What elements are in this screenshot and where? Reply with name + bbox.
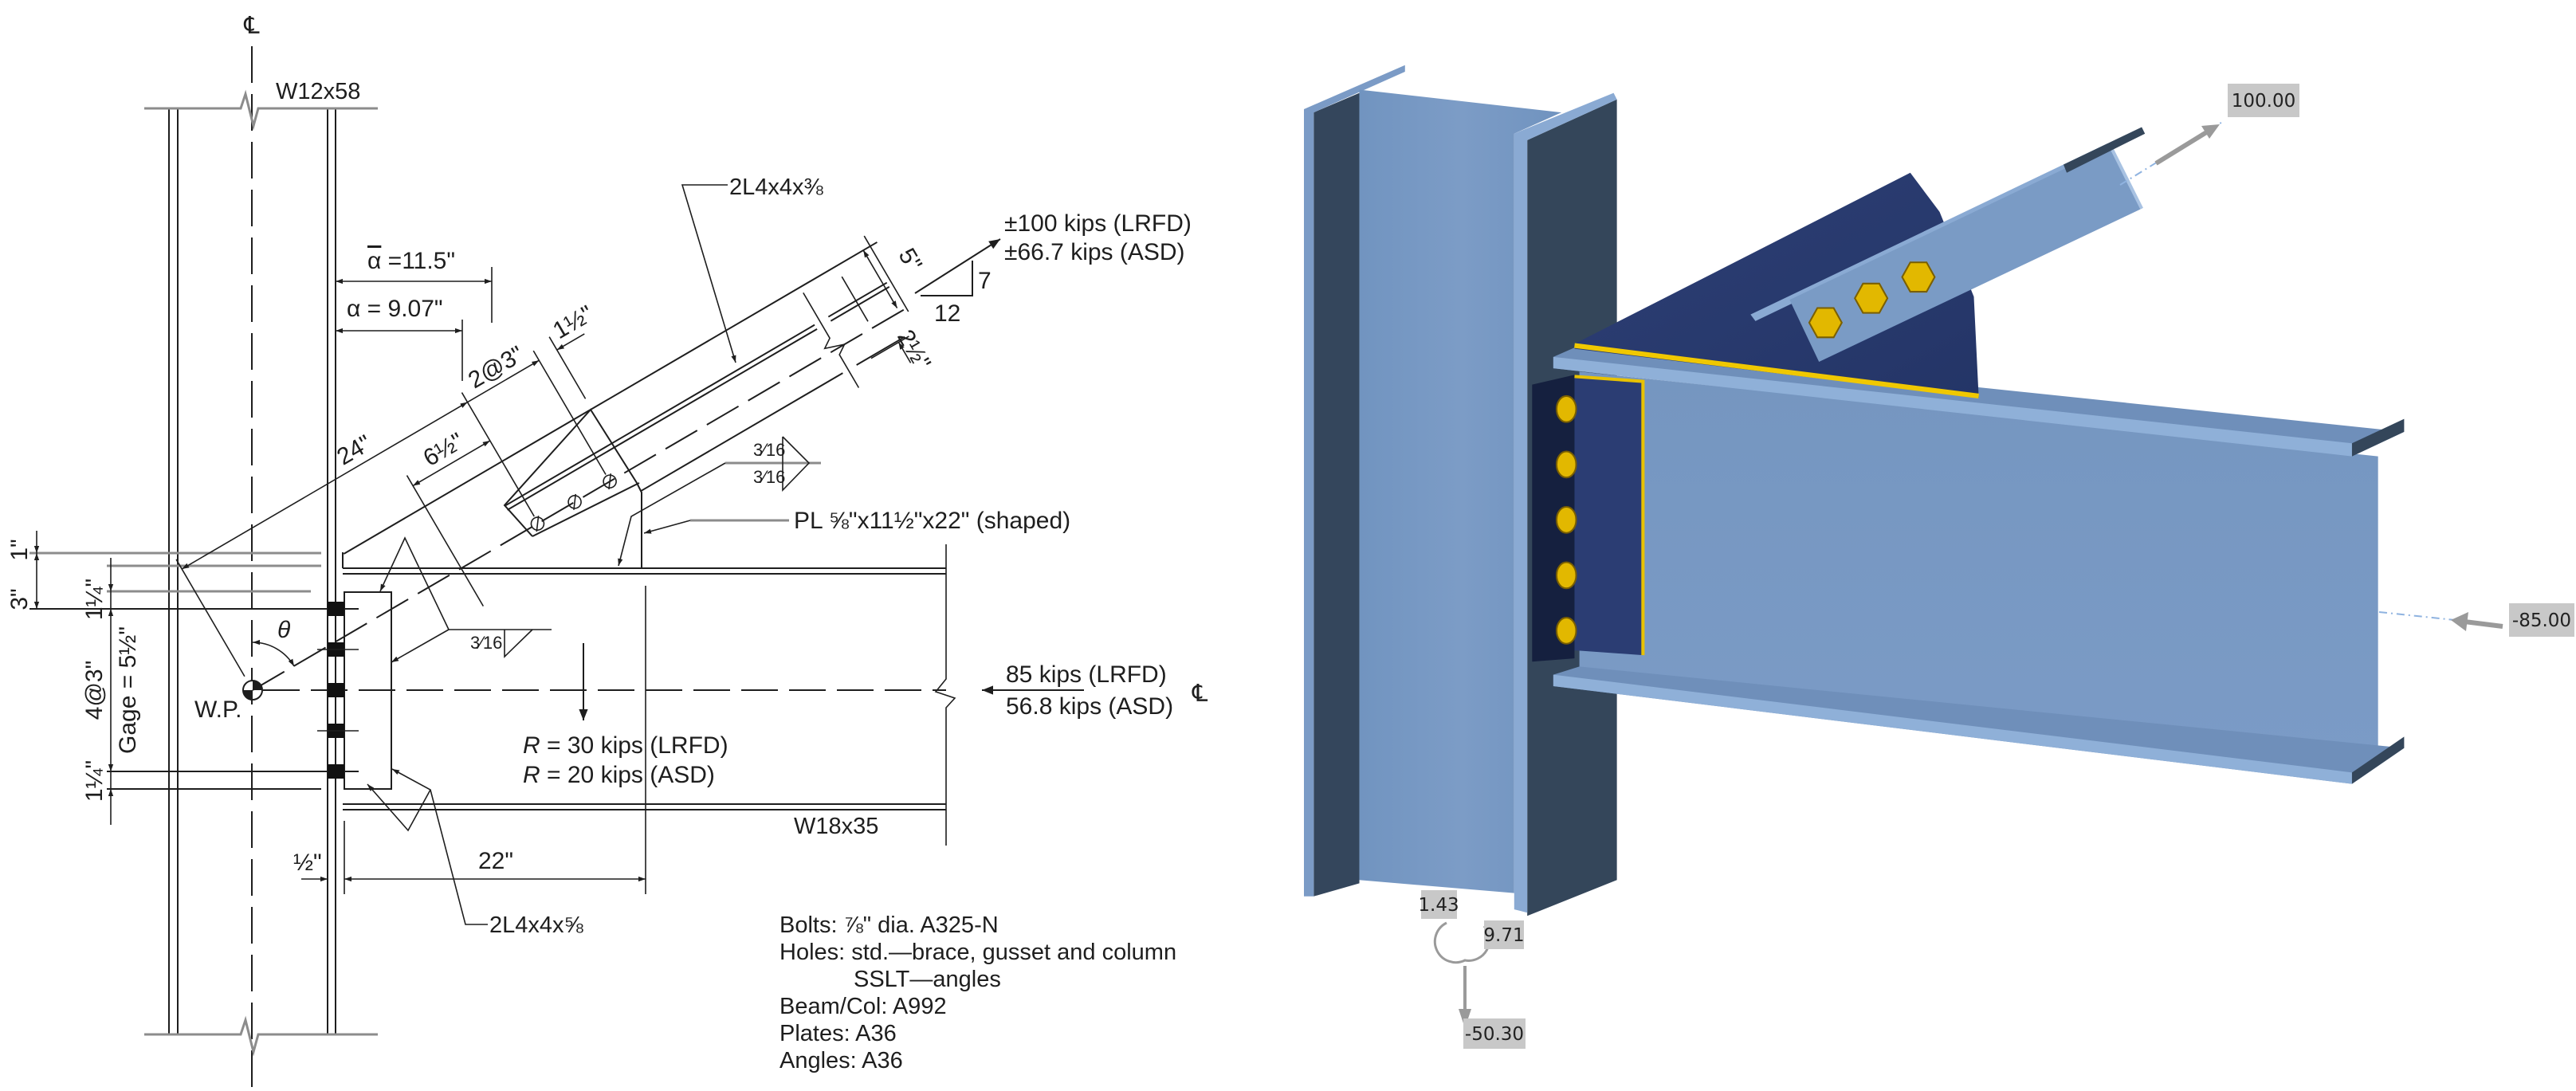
3d-brace-bolts: [1808, 261, 1936, 339]
column-elevation: ℄ W12x58: [144, 13, 378, 1091]
shear-value: 9.71: [1483, 925, 1524, 946]
axial-force-asd: 56.8 kips (ASD): [1006, 693, 1173, 720]
beam-centerline-symbol: ℄: [1192, 681, 1208, 707]
dim-alpha: α = 9.07": [347, 296, 443, 322]
dim-22in: 22": [478, 848, 513, 874]
slope-triangle: [921, 261, 973, 296]
brace-break-line: [803, 292, 860, 388]
general-notes: Bolts: ⅞" dia. A325-N Holes: std.—brace,…: [779, 912, 1176, 1073]
dim-half-in: ½": [293, 850, 322, 876]
load-beam-axial: -85.00: [2378, 603, 2574, 637]
dim-gage: Gage = 5½": [115, 626, 141, 754]
3d-gusset-weld: [1574, 343, 1980, 398]
horizontal-dimensions: 22" ½": [293, 821, 646, 894]
dim-6-1-2: 6½": [419, 428, 469, 472]
shear-angle-label: 2L4x4x⅝: [489, 912, 584, 938]
brace-force-lrfd: ±100 kips (LRFD): [1004, 210, 1192, 237]
3d-beam: [1553, 345, 2405, 784]
dim-alpha-bar: α =11.5": [367, 248, 455, 274]
3d-gusset-plate: [1574, 172, 1980, 398]
theta-label: θ: [277, 617, 291, 643]
brace-callouts: 2L4x4x⅜ 7 12 ±100 kips (LRFD) ±66.7 kips…: [681, 175, 1192, 363]
note-plates: Plates: A36: [779, 1021, 897, 1046]
brace-bolt-holes: [530, 473, 617, 532]
load-brace-axial: 100.00: [2119, 84, 2299, 186]
column-top-break-line: [144, 89, 378, 131]
brace-force-arrow: [914, 238, 1001, 294]
angle-weld-size: 3⁄16: [470, 633, 502, 653]
dim-5in: 5": [893, 244, 927, 276]
column-bottom-break-line: [144, 1015, 378, 1057]
angle-weld-symbol: 3⁄16 2L4x4x⅝: [367, 536, 584, 938]
3d-shear-angles: [1532, 375, 1645, 662]
dim-3in: 3": [6, 588, 33, 610]
detail-drawing: ℄ W12x58 1" 3" 1¼": [6, 13, 1208, 1091]
dim-1in: 1": [6, 539, 33, 560]
weld-size-bottom: 3⁄16: [753, 467, 785, 487]
dim-5in-line: [862, 249, 898, 308]
note-holes-angles: SSLT—angles: [854, 967, 1001, 992]
dim-1-1-4-top: 1¼": [81, 579, 108, 620]
note-angles: Angles: A36: [779, 1048, 903, 1073]
note-bolts: Bolts: ⅞" dia. A325-N: [779, 912, 999, 938]
reaction-lrfd: R = 30 kips (LRFD): [523, 732, 728, 759]
3d-model-view: 100.00 -85.00 1.43 9.71 -50.30: [1304, 65, 2574, 1049]
note-holes: Holes: std.—brace, gusset and column: [779, 940, 1176, 965]
dim-2-1-2: 2½": [892, 325, 936, 375]
beam-elevation: 85 kips (LRFD) 56.8 kips (ASD) ℄ W18x35 …: [263, 544, 1208, 846]
slope-run: 12: [934, 300, 960, 327]
dim-24in: 24": [332, 430, 376, 471]
beam-axial-value: -85.00: [2512, 610, 2571, 631]
diagonal-brace: 5" 2½" 24" 2@3" 1½" 6½": [175, 235, 936, 691]
beam-break-line: [934, 544, 956, 846]
column-bolts: [328, 602, 344, 779]
axial-force-lrfd: 85 kips (LRFD): [1006, 661, 1167, 688]
vertical-dimensions: 1" 3" 1¼" 4@3" Gage = 5½" 1¼": [6, 531, 359, 825]
load-column-reactions: 1.43 9.71 -50.30: [1418, 890, 1526, 1049]
brace-gage-line: [252, 303, 914, 691]
dim-1-1-2: 1½": [548, 300, 598, 344]
weld-size-top: 3⁄16: [753, 440, 785, 460]
gusset-weld-symbol: 3⁄16 3⁄16 PL ⅝"x11½"x22" (shaped): [618, 436, 1070, 567]
dim-4-at-3: 4@3": [81, 661, 108, 720]
note-beam-col: Beam/Col: A992: [779, 994, 947, 1019]
brace-size-label: 2L4x4x⅜: [729, 175, 824, 200]
column-centerline-symbol: ℄: [243, 13, 260, 39]
vertical-force-value: -50.30: [1465, 1024, 1524, 1045]
gusset-plate-label: PL ⅝"x11½"x22" (shaped): [794, 508, 1070, 534]
dim-1-1-4-bottom: 1¼": [81, 760, 108, 802]
brace-force-asd: ±66.7 kips (ASD): [1004, 239, 1185, 265]
alpha-dimensions: α =11.5" α = 9.07": [336, 248, 493, 381]
moment-value: 1.43: [1418, 895, 1459, 916]
work-point-label: W.P.: [194, 697, 242, 723]
column-size-label: W12x58: [276, 79, 360, 104]
beam-size-label: W18x35: [794, 814, 878, 839]
slope-rise: 7: [978, 268, 992, 294]
3d-brace: [1750, 127, 2146, 362]
theta-arc: [252, 639, 295, 667]
3d-column-bolts: [1555, 394, 1577, 645]
brace-force-value: 100.00: [2232, 91, 2295, 112]
work-point: W.P. θ: [194, 617, 295, 723]
reaction-asd: R = 20 kips (ASD): [523, 762, 715, 788]
